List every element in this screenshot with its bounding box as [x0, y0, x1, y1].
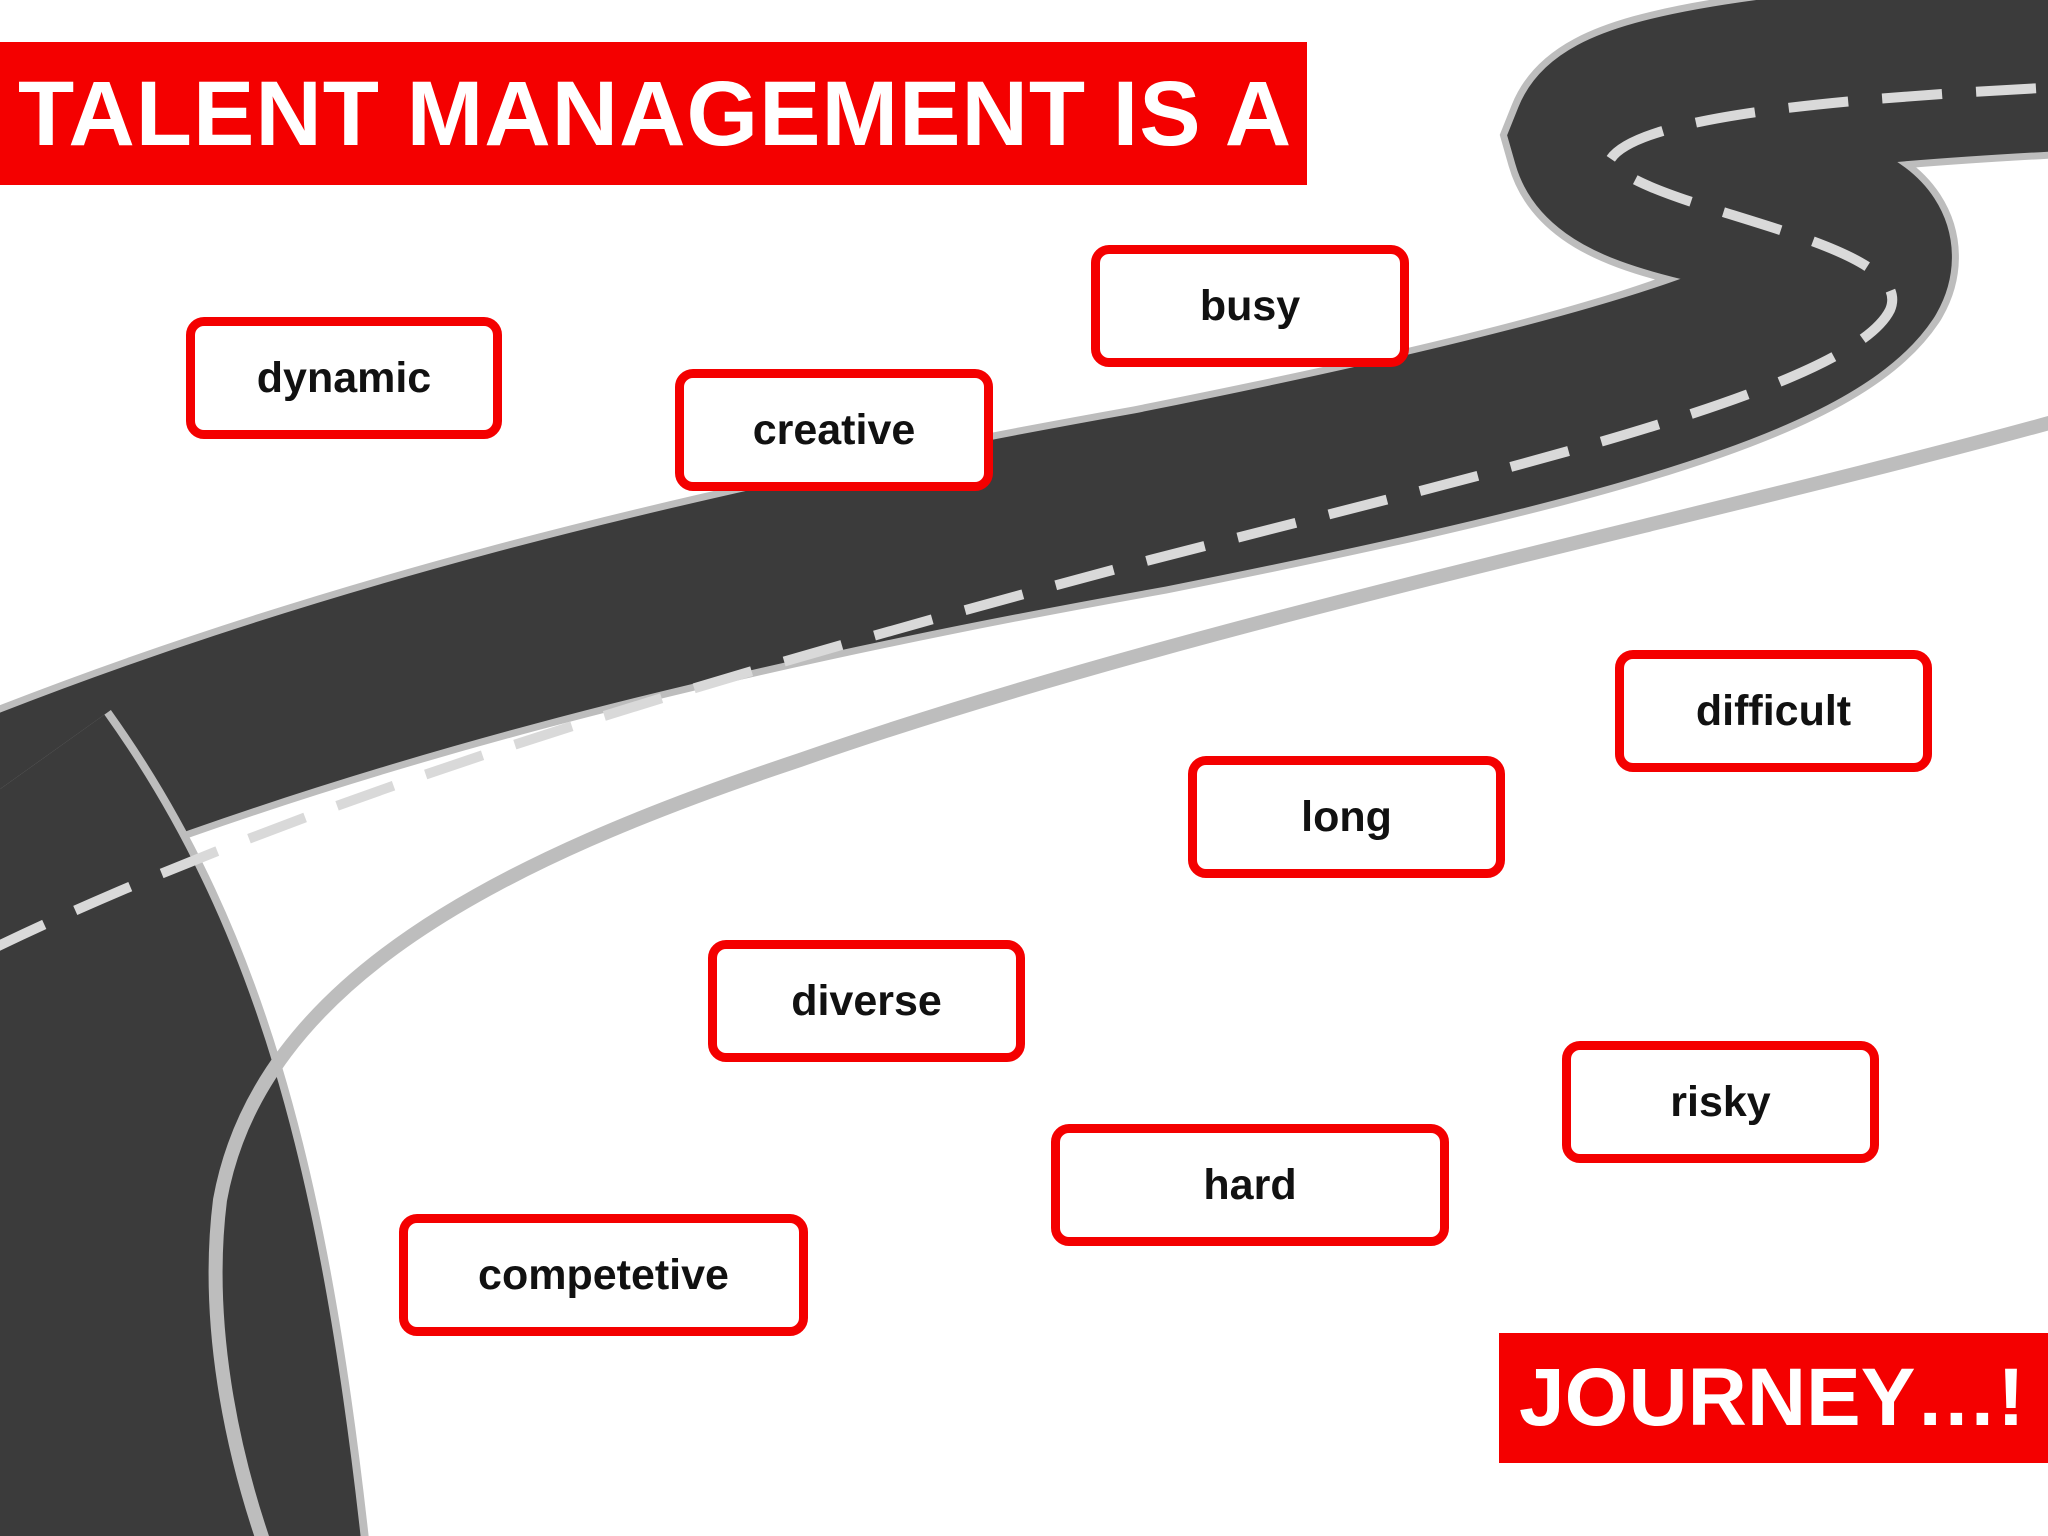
word-box-creative: creative: [675, 369, 993, 491]
word-box-diverse: diverse: [708, 940, 1025, 1062]
word-box-long: long: [1188, 756, 1505, 878]
word-label: risky: [1670, 1077, 1771, 1126]
word-label: dynamic: [256, 353, 432, 402]
page-title: TALENT MANAGEMENT IS A: [18, 62, 1293, 165]
road-inner-edge-line: [208, 416, 2048, 1536]
word-label: hard: [1203, 1160, 1297, 1209]
word-box-dynamic: dynamic: [186, 317, 502, 439]
word-box-busy: busy: [1091, 245, 1409, 367]
title-banner: TALENT MANAGEMENT IS A: [0, 42, 1307, 185]
road-surface: [0, 0, 2048, 903]
journey-label: JOURNEY…!: [1519, 1352, 2025, 1443]
word-label: competetive: [478, 1250, 729, 1299]
word-box-hard: hard: [1051, 1124, 1449, 1246]
word-label: diverse: [791, 976, 942, 1025]
road-center-line: [0, 82, 2048, 951]
word-box-competetive: competetive: [399, 1214, 808, 1336]
word-box-difficult: difficult: [1615, 650, 1932, 772]
word-label: busy: [1199, 281, 1301, 330]
word-label: long: [1301, 792, 1392, 841]
journey-banner: JOURNEY…!: [1499, 1333, 2048, 1463]
road-surface-lower: [0, 714, 361, 1536]
word-box-risky: risky: [1562, 1041, 1879, 1163]
word-label: difficult: [1695, 686, 1852, 735]
word-label: creative: [752, 405, 916, 454]
